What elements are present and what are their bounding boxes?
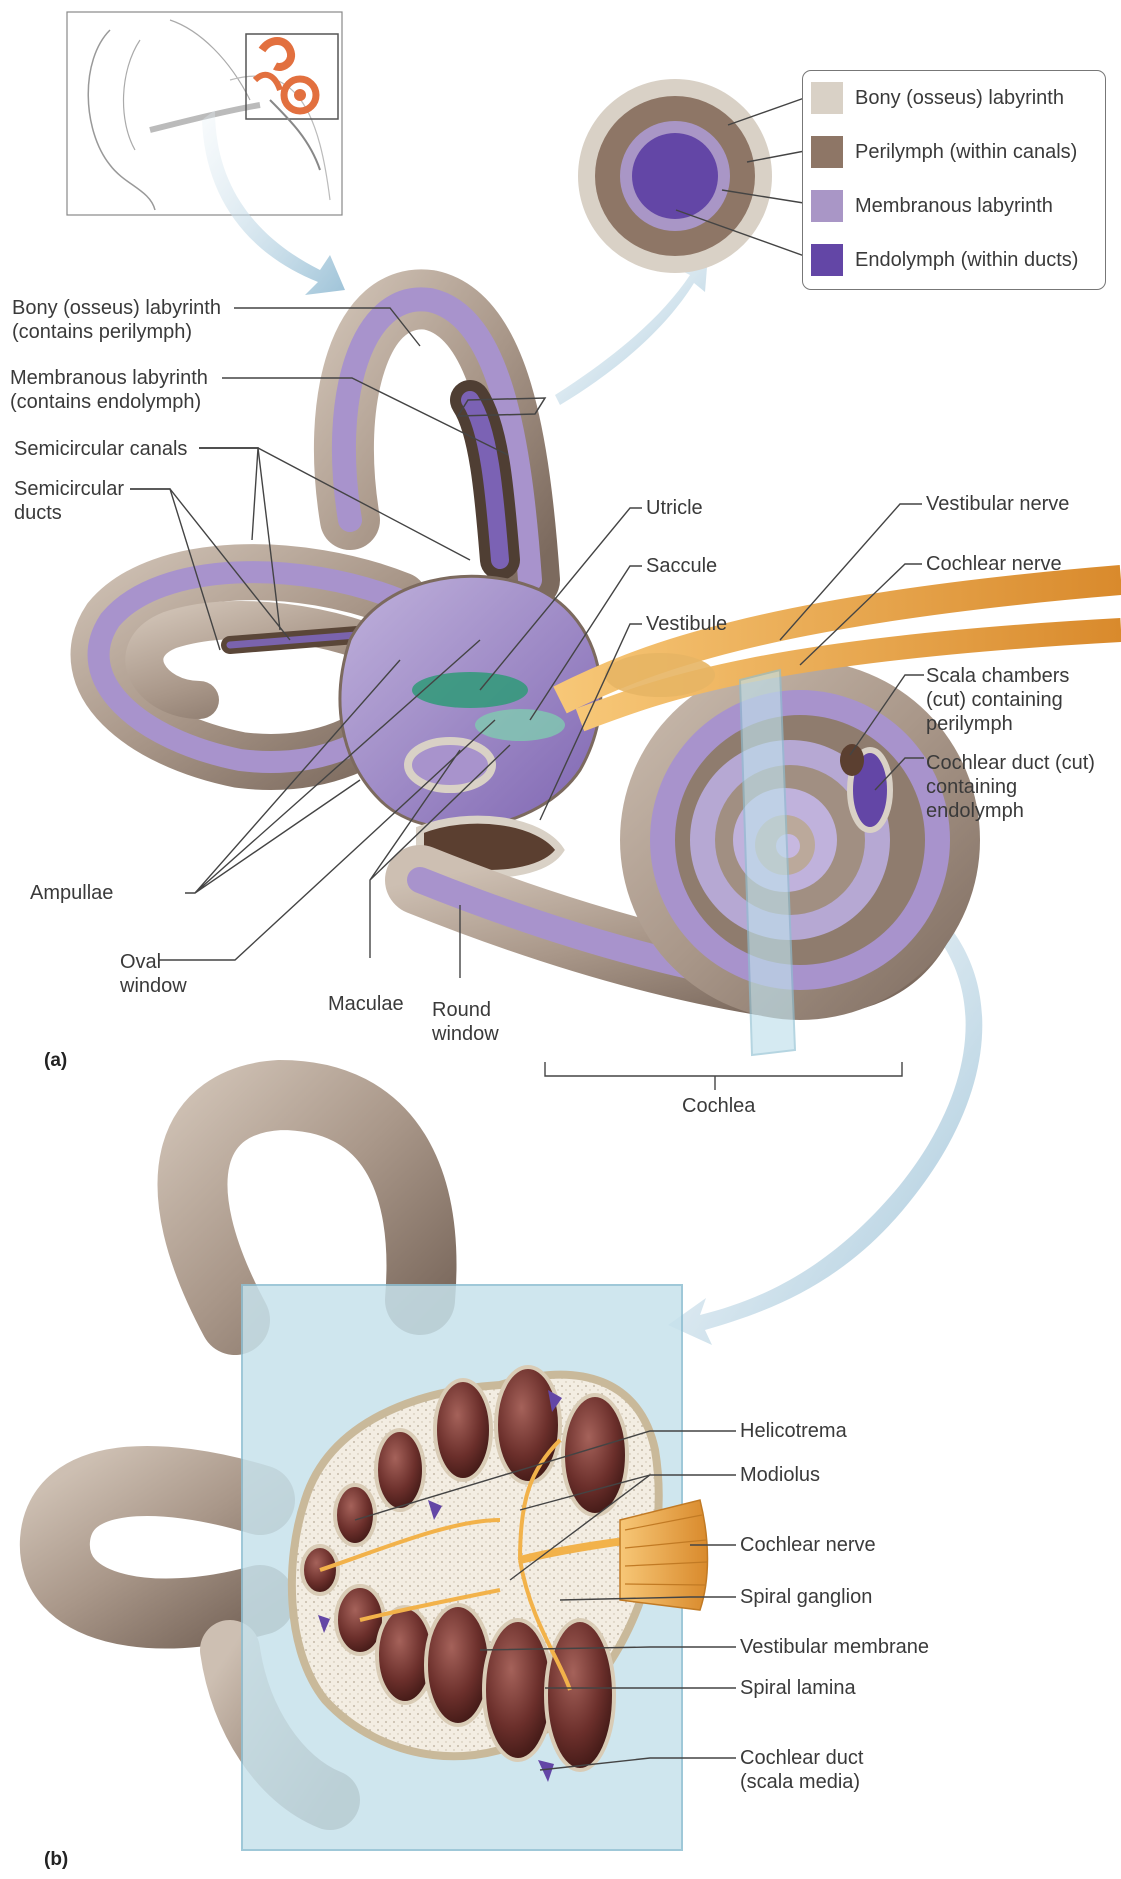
label-utricle: Utricle bbox=[646, 496, 703, 520]
label-spiral-ganglion: Spiral ganglion bbox=[740, 1585, 872, 1609]
utricle-macula bbox=[412, 672, 528, 708]
label-cochlear-duct-b: Cochlear duct (scala media) bbox=[740, 1746, 863, 1794]
label-cochlear-nerve-a: Cochlear nerve bbox=[926, 552, 1062, 576]
panel-a-letter: (a) bbox=[44, 1049, 67, 1073]
label-maculae: Maculae bbox=[328, 992, 404, 1016]
label-scala-chambers: Scala chambers (cut) containing perilymp… bbox=[926, 664, 1069, 736]
legend-label-bony: Bony (osseus) labyrinth bbox=[855, 86, 1064, 110]
legend-label-membranous: Membranous labyrinth bbox=[855, 194, 1053, 218]
ear-inset bbox=[67, 12, 342, 215]
label-round-window: Round window bbox=[432, 998, 499, 1046]
label-semicircular-canals: Semicircular canals bbox=[14, 437, 187, 461]
legend-swatch-membranous bbox=[811, 190, 843, 222]
label-cochlear-nerve-b: Cochlear nerve bbox=[740, 1533, 876, 1557]
label-modiolus: Modiolus bbox=[740, 1463, 820, 1487]
legend: Bony (osseus) labyrinth Perilymph (withi… bbox=[802, 70, 1106, 290]
legend-label-endolymph: Endolymph (within ducts) bbox=[855, 248, 1078, 272]
label-semicircular-ducts: Semicircular ducts bbox=[14, 477, 124, 525]
label-saccule: Saccule bbox=[646, 554, 717, 578]
label-cochlear-duct-a: Cochlear duct (cut) containing endolymph bbox=[926, 751, 1095, 823]
legend-swatch-bony bbox=[811, 82, 843, 114]
zoom-arrow-2 bbox=[555, 255, 708, 405]
label-vestibular-nerve: Vestibular nerve bbox=[926, 492, 1069, 516]
label-cochlea: Cochlea bbox=[682, 1094, 755, 1118]
label-bony-labyrinth: Bony (osseus) labyrinth (contains perily… bbox=[12, 296, 221, 344]
label-membranous-labyrinth: Membranous labyrinth (contains endolymph… bbox=[10, 366, 208, 414]
legend-label-perilymph: Perilymph (within canals) bbox=[855, 140, 1077, 164]
label-ampullae: Ampullae bbox=[30, 881, 113, 905]
legend-swatch-perilymph bbox=[811, 136, 843, 168]
cross-section-circle bbox=[578, 79, 810, 273]
panel-b-letter: (b) bbox=[44, 1848, 68, 1872]
cochlea-section bbox=[55, 1095, 708, 1850]
label-oval-window: Oval window bbox=[120, 950, 187, 998]
label-vestibular-membrane: Vestibular membrane bbox=[740, 1635, 929, 1659]
label-spiral-lamina: Spiral lamina bbox=[740, 1676, 856, 1700]
legend-swatch-endolymph bbox=[811, 244, 843, 276]
label-helicotrema: Helicotrema bbox=[740, 1419, 847, 1443]
label-vestibule: Vestibule bbox=[646, 612, 727, 636]
